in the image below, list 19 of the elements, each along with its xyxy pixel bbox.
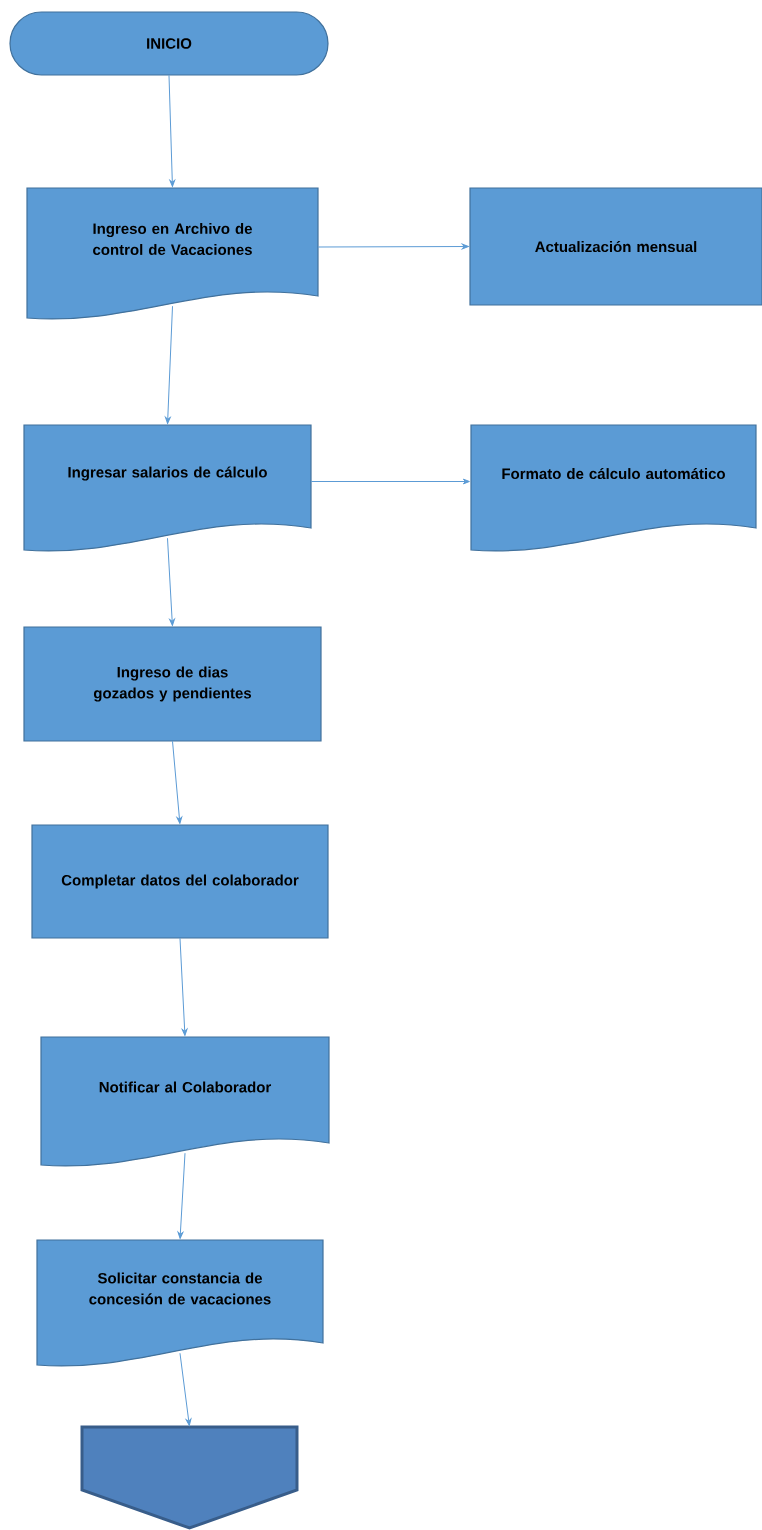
document-box: Ingresar salarios de cálculo xyxy=(23,424,312,552)
offpage-connector xyxy=(80,1425,299,1530)
document-box: Solicitar constancia de concesión de vacaciones xyxy=(36,1239,324,1367)
arrow xyxy=(179,1352,192,1426)
arrow xyxy=(164,305,173,424)
arrow xyxy=(168,74,176,187)
process-box: Ingreso de dias gozados y pendientes xyxy=(23,626,322,742)
document-box: Ingreso en Archivo de control de Vacaciones xyxy=(26,187,319,320)
arrow xyxy=(310,478,470,485)
arrow xyxy=(177,1152,186,1239)
arrow xyxy=(172,740,183,824)
arrow xyxy=(167,537,175,626)
process-box: Completar datos del colaborador xyxy=(31,824,329,939)
arrow xyxy=(317,243,469,250)
arrow xyxy=(179,937,188,1036)
document-box: Notificar al Colaborador xyxy=(40,1036,330,1167)
process-box: Actualización mensual xyxy=(469,187,762,306)
document-box: Formato de cálculo automático xyxy=(470,424,757,552)
start-terminator: INICIO xyxy=(9,11,329,76)
